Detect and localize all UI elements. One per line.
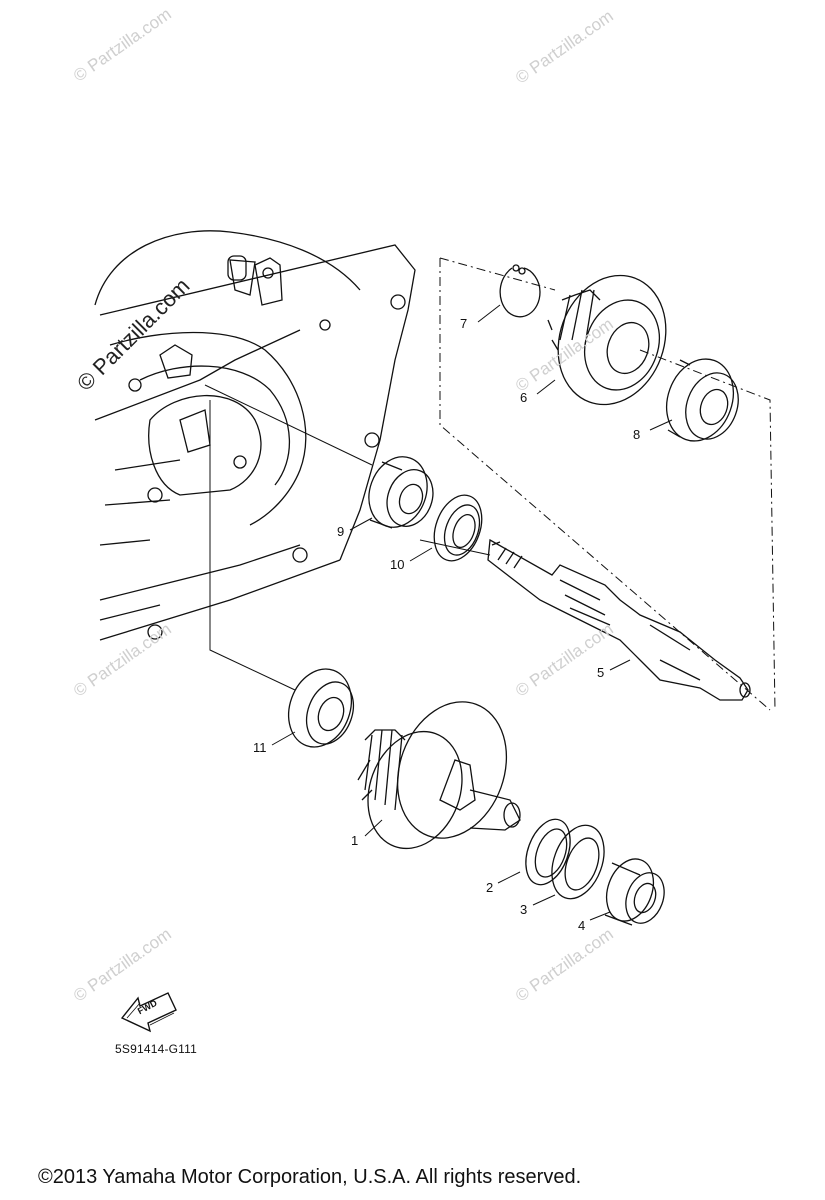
- callout-1: 1: [351, 833, 359, 848]
- gear-6: [547, 274, 667, 406]
- fwd-arrow-icon: [120, 992, 177, 1033]
- callout-4: 4: [578, 918, 586, 933]
- bearing-11: [288, 668, 355, 748]
- drive-gear-1: [357, 701, 521, 850]
- washer-3: [551, 824, 605, 900]
- callout-leaders: [271, 304, 673, 921]
- callout-8: 8: [633, 427, 641, 442]
- crankcase-cover: [94, 230, 416, 641]
- part-code: 5S91414-G111: [115, 1042, 198, 1056]
- callout-3: 3: [520, 902, 528, 917]
- callout-10: 10: [390, 557, 405, 572]
- shaft-5: [487, 538, 751, 701]
- leader-lines: [204, 257, 776, 711]
- washer-2: [525, 818, 571, 886]
- copyright-notice: ©2013 Yamaha Motor Corporation, U.S.A. A…: [38, 1166, 582, 1188]
- callout-2: 2: [486, 880, 494, 895]
- callout-6: 6: [520, 390, 528, 405]
- callout-5: 5: [597, 665, 605, 680]
- bearing-8: [666, 358, 739, 442]
- callout-11: 11: [253, 740, 267, 755]
- bearing-9: [368, 456, 434, 529]
- circlip-7: [499, 264, 541, 318]
- callout-7: 7: [460, 316, 468, 331]
- seal-10: [433, 494, 483, 562]
- needle-bearing-4: [604, 858, 665, 926]
- callout-9: 9: [337, 524, 345, 539]
